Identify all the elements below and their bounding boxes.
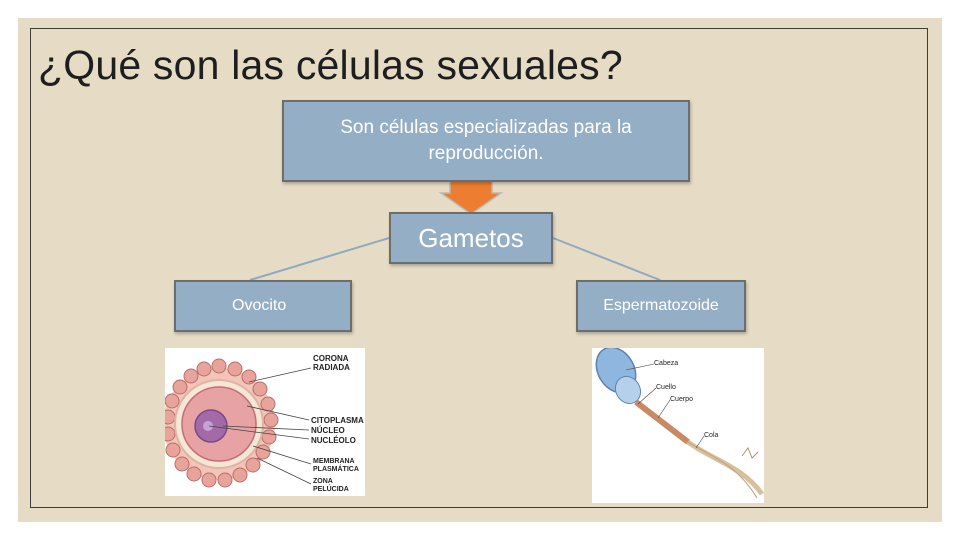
label-cuello: Cuello	[656, 384, 676, 391]
label-zona-pelucida: ZONA PELÚCIDA	[313, 478, 349, 493]
connector-lines	[249, 177, 661, 281]
gametos-label: Gametos	[418, 222, 524, 253]
espermatozoide-label: Espermatozoide	[603, 297, 719, 314]
gametos-box: Gametos	[389, 212, 553, 264]
label-cola: Cola	[704, 432, 719, 439]
label-nucleo: NÚCLEO	[311, 426, 345, 435]
slide-title: ¿Qué son las células sexuales?	[38, 42, 623, 88]
label-cabeza: Cabeza	[654, 360, 679, 367]
slide: ¿Qué son las células sexuales? Son célul…	[18, 18, 942, 522]
definition-text: Son células especializadas para la repro…	[340, 117, 632, 164]
slide-frame	[30, 28, 928, 508]
label-nucleolo: NUCLÉOLO	[311, 436, 356, 445]
connector-left	[249, 237, 390, 281]
ovocito-box: Ovocito	[174, 280, 352, 332]
label-corona-radiada: CORONA RADIADA	[313, 354, 350, 372]
espermatozoide-illustration: Cabeza Cuello Cuerpo Cola	[592, 346, 765, 503]
espermatozoide-box: Espermatozoide	[576, 280, 746, 332]
ovocito-illustration: CORONA RADIADA CITOPLASMA NÚCLEO NUCLÉOL…	[160, 348, 365, 496]
label-citoplasma: CITOPLASMA	[311, 416, 364, 425]
espermatozoide-drawing	[595, 346, 765, 499]
ovocito-drawing	[160, 358, 312, 488]
label-cuerpo: Cuerpo	[670, 396, 693, 403]
connector-right	[552, 237, 661, 281]
label-membrana-plasmatica: MEMBRANA PLASMÁTICA	[313, 458, 359, 473]
definition-box: Son células especializadas para la repro…	[282, 100, 690, 182]
ovocito-label: Ovocito	[232, 297, 287, 314]
down-arrow-icon	[438, 177, 504, 215]
